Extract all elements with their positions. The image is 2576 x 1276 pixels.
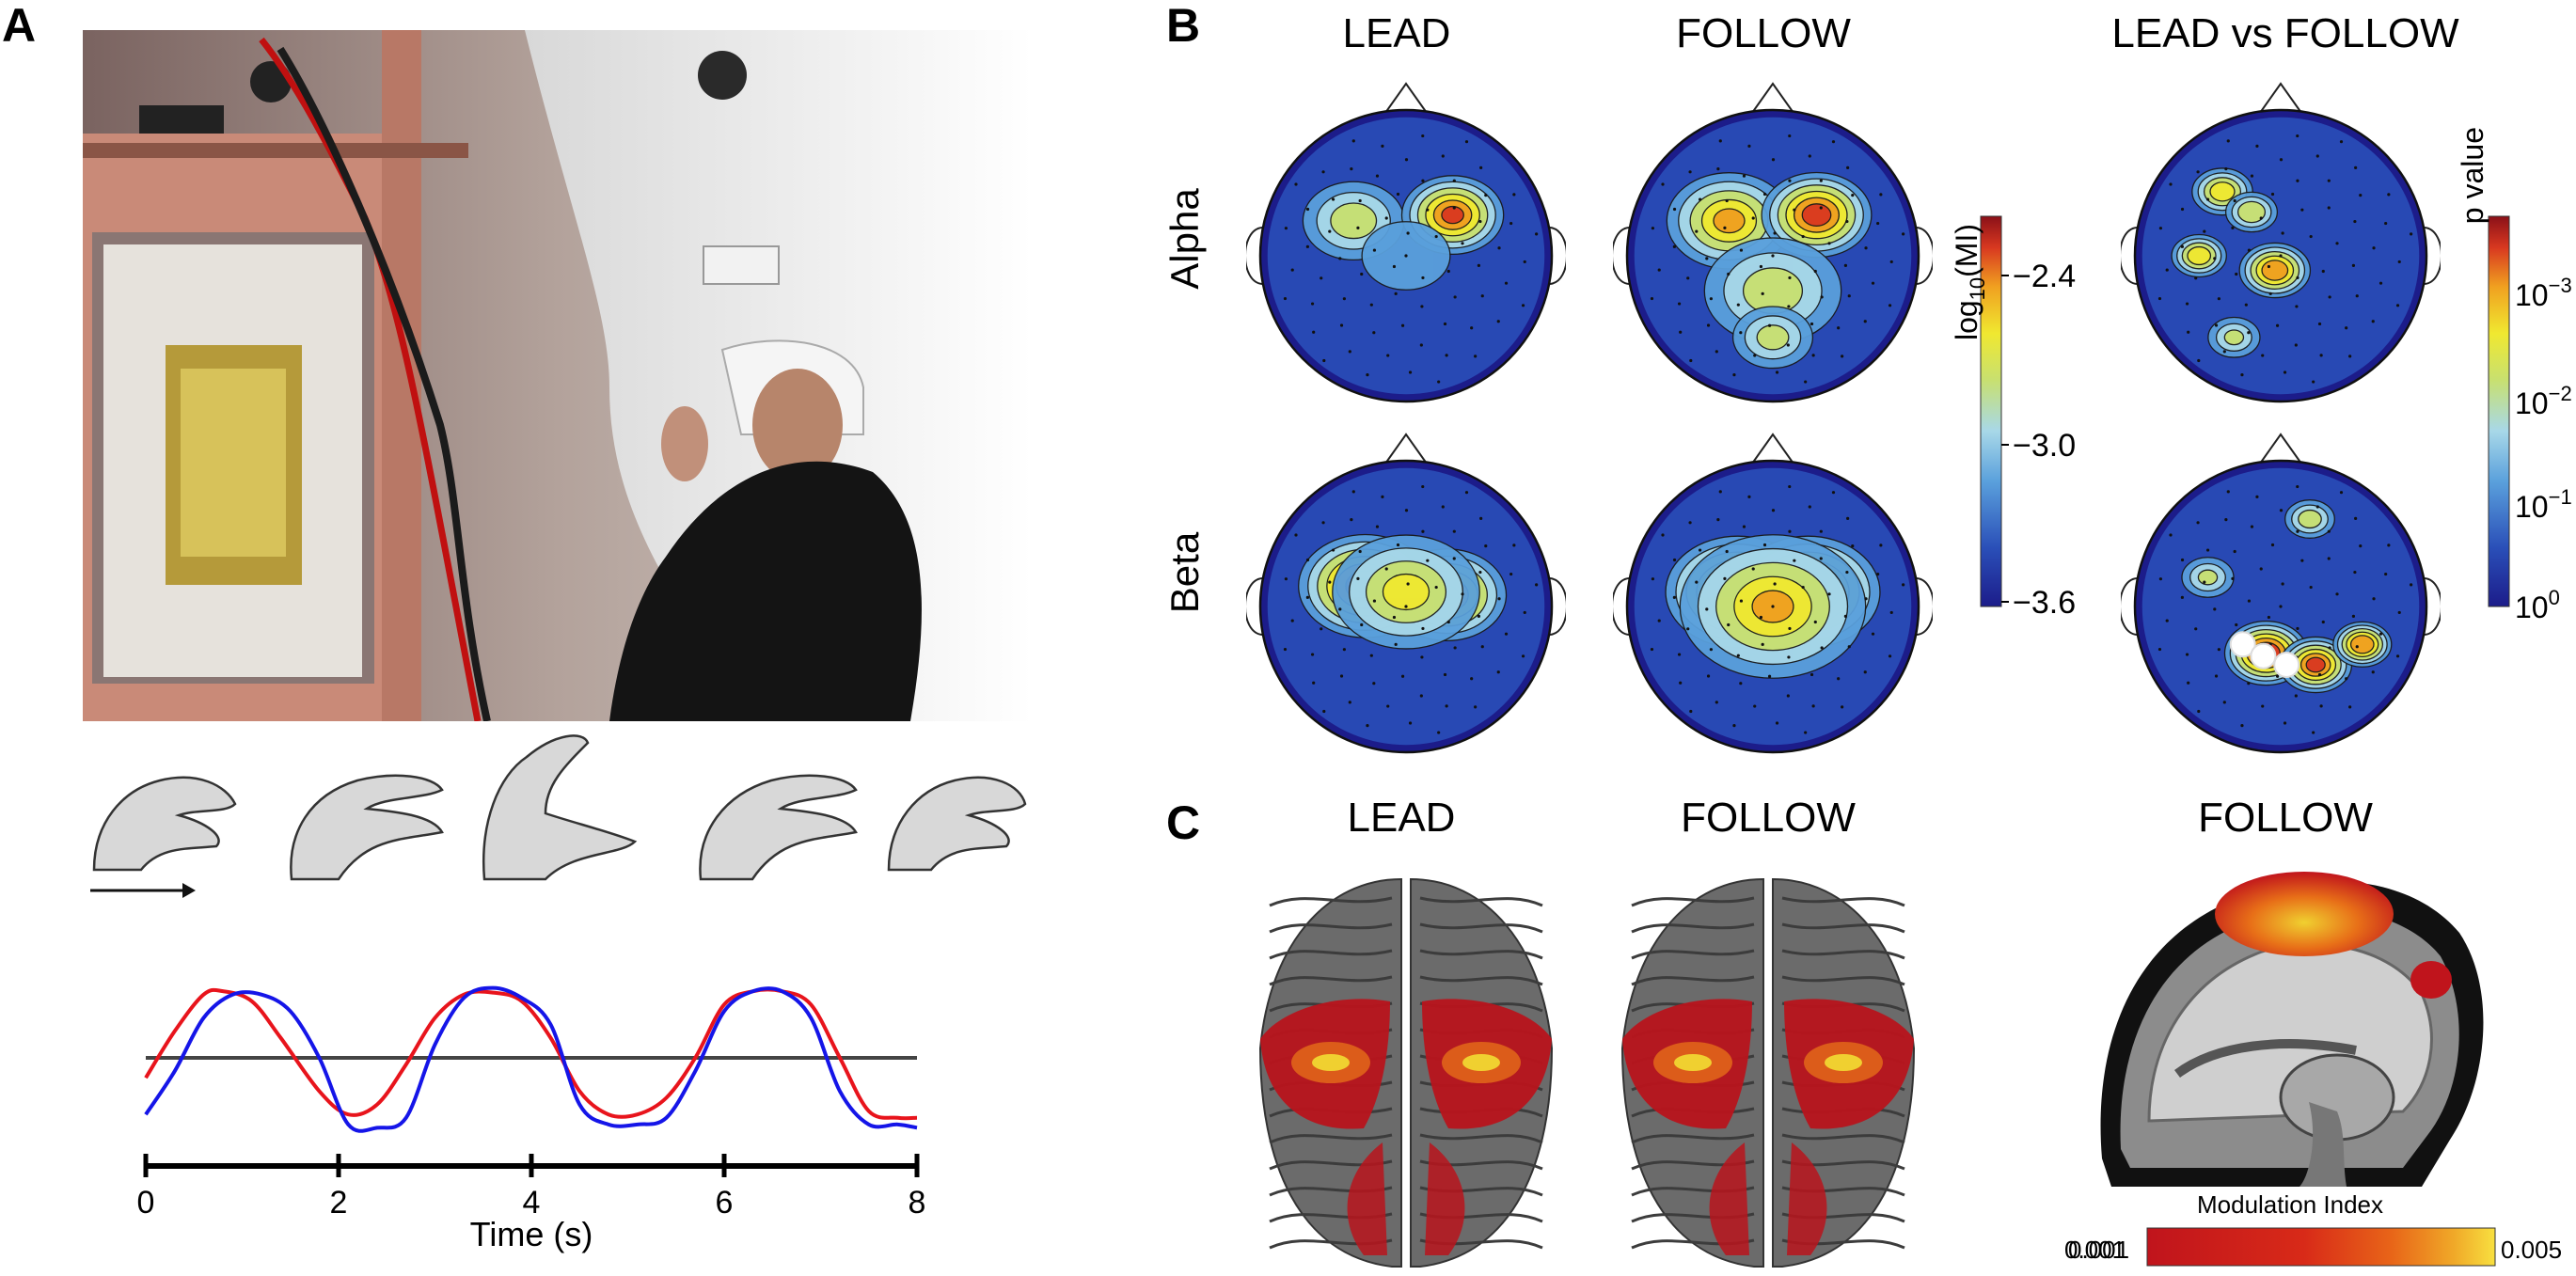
mod-index-min: 0.001 — [2064, 1236, 2126, 1264]
topomap-beta-lead — [1246, 433, 1566, 754]
brain-top-view-follow — [1620, 877, 1916, 1268]
meg-setup-photo — [83, 30, 1033, 721]
cb2-title: p value — [2456, 127, 2489, 224]
b-row-label-alpha: Alpha — [1162, 188, 1207, 290]
b-col-title-follow: FOLLOW — [1676, 10, 1851, 56]
cb2-tick-1e-1: 10−1 — [2515, 485, 2572, 524]
b-row-label-beta: Beta — [1162, 531, 1207, 614]
ts-x-tick-label: 0 — [137, 1185, 155, 1221]
mod-index-label: Modulation Index — [2196, 1190, 2384, 1219]
panel-c-letter: C — [1166, 796, 1201, 849]
topomap-alpha-lead-vs-follow — [2121, 82, 2441, 403]
topomap-beta-lead-vs-follow — [2121, 433, 2441, 754]
ts-x-tick-label: 2 — [330, 1185, 348, 1221]
mod-index-min-label: 0.001 — [2068, 1236, 2129, 1264]
hand-gesture-sequence — [90, 734, 1027, 898]
topomap-alpha-lead — [1246, 82, 1566, 403]
mod-index-max-label: 0.005 — [2501, 1236, 2562, 1264]
cb1-tick-mid: −3.0 — [2013, 428, 2076, 464]
ts-series-line-0 — [144, 987, 918, 1121]
c-col-title-lead: LEAD — [1347, 795, 1456, 841]
b-col-title-lead: LEAD — [1342, 10, 1451, 56]
ts-x-tick-label: 8 — [909, 1185, 926, 1221]
cb1-tick-top: −2.4 — [2013, 259, 2076, 294]
ts-x-tick-label: 6 — [716, 1185, 734, 1221]
mri-sagittal-follow — [2093, 858, 2488, 1187]
b-col-title-lead-vs-follow: LEAD vs FOLLOW — [2111, 10, 2459, 56]
panel-b-letter: B — [1166, 0, 1201, 52]
panel-a-letter: A — [2, 0, 37, 52]
cb1-title: log10(MI) — [1950, 224, 1989, 340]
significant-sensor-marker — [2273, 652, 2300, 678]
brain-top-view-lead — [1258, 877, 1554, 1268]
movement-time-series-chart: 0 2 4 6 8 Time (s) — [137, 985, 926, 1253]
ts-x-tick-label: 4 — [523, 1185, 541, 1221]
cb2-tick-1e0: 100 — [2515, 586, 2560, 624]
mod-index-gradient-bar: 0.001 0.005 — [2068, 1227, 2562, 1267]
cb1-tick-bottom: −3.6 — [2013, 585, 2076, 621]
colorbar-p-value: p value 10−3 10−2 10−1 100 — [2456, 127, 2572, 624]
significant-sensor-marker — [2229, 631, 2256, 658]
ts-series-line-1 — [144, 985, 918, 1133]
cb2-tick-1e-3: 10−3 — [2515, 274, 2572, 312]
cb2-tick-1e-2: 10−2 — [2515, 382, 2572, 420]
significant-sensor-marker — [2250, 642, 2277, 670]
c-col-title-follow: FOLLOW — [1681, 795, 1856, 841]
colorbar-log-mi: log10(MI) −2.4 −3.0 −3.6 — [1950, 215, 2076, 621]
topomap-alpha-follow — [1613, 82, 1933, 403]
c-col-title-follow-sagittal: FOLLOW — [2198, 795, 2373, 841]
ts-x-axis-label: Time (s) — [470, 1215, 593, 1253]
topomap-beta-follow — [1613, 433, 1933, 754]
